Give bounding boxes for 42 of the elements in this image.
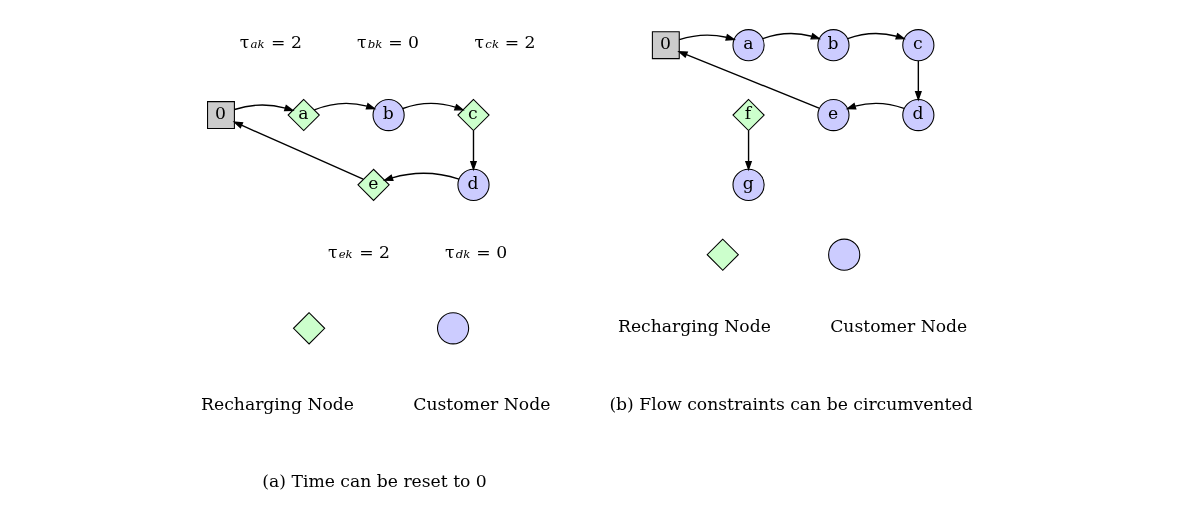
node-circle: a bbox=[732, 29, 765, 62]
legend-label: Recharging Node bbox=[618, 316, 771, 337]
node-label: τbk = 0 bbox=[356, 32, 419, 53]
node-diamond bbox=[292, 312, 326, 345]
node-box: 0 bbox=[207, 101, 235, 129]
arrow bbox=[313, 102, 377, 111]
label: (a) Time can be reset to 0 bbox=[262, 471, 487, 492]
node-label: τak = 2 bbox=[239, 32, 302, 53]
node-diamond: f bbox=[732, 98, 765, 132]
label: (b) Flow constraints can be circumvented bbox=[609, 393, 973, 414]
arrow bbox=[914, 60, 922, 102]
node-circle bbox=[436, 312, 470, 345]
node-circle bbox=[828, 238, 861, 271]
arrow bbox=[678, 33, 736, 41]
node-diamond: e bbox=[357, 168, 390, 202]
legend-label: Customer Node bbox=[830, 316, 968, 337]
arrow bbox=[845, 102, 905, 110]
node-label: τck = 2 bbox=[474, 32, 536, 53]
node-circle: g bbox=[732, 168, 765, 201]
node-circle: e bbox=[817, 98, 850, 132]
node-label: τek = 2 bbox=[327, 241, 390, 262]
node-diamond bbox=[706, 238, 740, 272]
node-box: 0 bbox=[651, 31, 680, 60]
arrow bbox=[232, 121, 364, 180]
arrow bbox=[402, 102, 465, 111]
arrow bbox=[469, 130, 478, 172]
arrow bbox=[677, 50, 820, 109]
legend-label: Recharging Node bbox=[201, 393, 354, 414]
arrow bbox=[382, 172, 460, 182]
node-circle: c bbox=[902, 29, 935, 62]
arrow bbox=[847, 32, 906, 40]
node-circle: b bbox=[372, 98, 405, 132]
node-label: τdk = 0 bbox=[445, 241, 508, 262]
node-circle: d bbox=[902, 98, 935, 132]
node-diamond: a bbox=[287, 98, 321, 132]
node-circle: d bbox=[457, 168, 490, 201]
arrow bbox=[233, 104, 295, 112]
legend-label: Customer Node bbox=[413, 393, 551, 414]
arrow bbox=[762, 32, 822, 40]
node-diamond: c bbox=[457, 98, 490, 132]
arrow bbox=[744, 130, 753, 172]
node-circle: b bbox=[817, 29, 850, 62]
